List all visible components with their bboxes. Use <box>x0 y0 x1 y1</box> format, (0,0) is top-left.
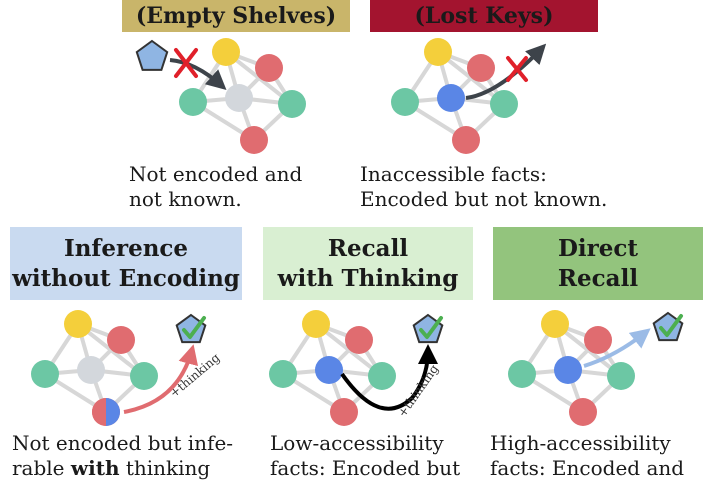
empty-shelves-node-yellow <box>212 38 240 66</box>
direct-recall-node-red <box>584 326 612 354</box>
lost-keys-node-red <box>452 126 480 154</box>
lost-keys-title: (Lost Keys) <box>414 3 554 29</box>
inference-node-split-red <box>92 398 106 426</box>
check-icon <box>182 316 206 339</box>
empty-shelves-caption-line: not known. <box>129 187 242 211</box>
recall-thinking-node-center <box>315 356 343 384</box>
direct-recall-caption-line: High-accessibility <box>490 431 671 455</box>
empty-shelves-node-center <box>225 84 253 112</box>
empty-shelves-arrow <box>169 58 227 90</box>
empty-shelves-query-icon <box>135 39 169 71</box>
lost-keys-label: (Lost Keys) <box>370 0 598 32</box>
recall-thinking-query-icon <box>412 313 444 344</box>
lost-keys-caption-line: Inaccessible facts: <box>360 162 547 186</box>
cross-icon <box>174 48 198 78</box>
direct-recall-node-teal <box>508 360 536 388</box>
empty-shelves-edge <box>224 50 294 106</box>
empty-shelves-caption-line: Not encoded and <box>129 162 303 186</box>
direct-recall-title-line: Direct <box>557 234 639 262</box>
recall-thinking-title-line: Recall <box>327 234 409 262</box>
direct-recall-arrow <box>583 328 651 368</box>
recall-thinking-node-yellow <box>302 310 330 338</box>
inference-node-center <box>77 356 105 384</box>
lost-keys-caption: Inaccessible facts: Encoded but not know… <box>360 162 607 212</box>
inference-node-teal <box>31 360 59 388</box>
direct-recall-title-line: Recall <box>557 264 639 292</box>
recall-thinking-caption: Low-accessibility facts: Encoded but <box>270 431 460 481</box>
direct-recall-caption-line: facts: Encoded and <box>490 456 685 480</box>
inference-arrow <box>123 344 199 414</box>
empty-shelves-title: (Empty Shelves) <box>135 3 337 29</box>
inference-caption-line: Not encoded but infe- <box>12 431 234 455</box>
empty-shelves-caption: Not encoded and not known. <box>129 162 302 212</box>
inference-caption-pre: rable <box>12 456 71 480</box>
lost-keys-edge <box>436 50 506 106</box>
inference-caption-bold: with <box>70 456 120 480</box>
direct-recall-node-red <box>569 398 597 426</box>
inference-edge-label: +thinking <box>167 350 223 400</box>
inference-caption-post: thinking <box>119 456 211 480</box>
empty-shelves-node-teal <box>278 90 306 118</box>
inference-edge <box>76 322 146 378</box>
check-icon <box>659 314 683 337</box>
empty-shelves-node-red <box>240 126 268 154</box>
direct-recall-edge <box>553 322 623 378</box>
recall-thinking-node-red <box>330 398 358 426</box>
lost-keys-node-teal <box>490 90 518 118</box>
recall-thinking-node-teal <box>269 360 297 388</box>
lost-keys-arrow <box>465 43 547 100</box>
direct-recall-node-center <box>554 356 582 384</box>
recall-thinking-node-red <box>345 326 373 354</box>
recall-thinking-caption-line: Low-accessibility <box>270 431 444 455</box>
direct-recall-label: Direct Recall <box>493 227 703 300</box>
inference-label: Inference without Encoding <box>10 227 242 300</box>
inference-node-split-blue <box>106 398 120 426</box>
cross-icon <box>506 56 528 82</box>
recall-thinking-node-teal <box>368 362 396 390</box>
empty-shelves-label: (Empty Shelves) <box>122 0 350 32</box>
direct-recall-node-yellow <box>541 310 569 338</box>
recall-thinking-edge-label: +thinking <box>395 362 441 420</box>
inference-caption: Not encoded but infe- rable with thinkin… <box>12 431 233 481</box>
lost-keys-node-teal <box>391 88 419 116</box>
lost-keys-node-red <box>467 54 495 82</box>
inference-title-line: Inference <box>63 234 189 262</box>
lost-keys-node-yellow <box>424 38 452 66</box>
empty-shelves-node-red <box>255 54 283 82</box>
lost-keys-caption-line: Encoded but not known. <box>360 187 608 211</box>
recall-thinking-title-line: with Thinking <box>277 264 459 292</box>
recall-thinking-arrow <box>340 344 438 411</box>
recall-thinking-caption-line: facts: Encoded but <box>270 456 461 480</box>
inference-caption-line: rable with thinking <box>12 456 233 481</box>
direct-recall-node-teal <box>607 362 635 390</box>
inference-query-icon <box>175 313 207 344</box>
empty-shelves-node-teal <box>179 88 207 116</box>
inference-title-line: without Encoding <box>12 264 240 292</box>
lost-keys-node-center <box>437 84 465 112</box>
inference-node-red <box>107 326 135 354</box>
inference-node-teal <box>130 362 158 390</box>
direct-recall-caption: High-accessibility facts: Encoded and <box>490 431 684 481</box>
check-icon <box>419 316 443 339</box>
recall-thinking-label: Recall with Thinking <box>263 227 473 300</box>
inference-node-yellow <box>64 310 92 338</box>
recall-thinking-edge <box>314 322 384 378</box>
direct-recall-query-icon <box>652 311 684 342</box>
